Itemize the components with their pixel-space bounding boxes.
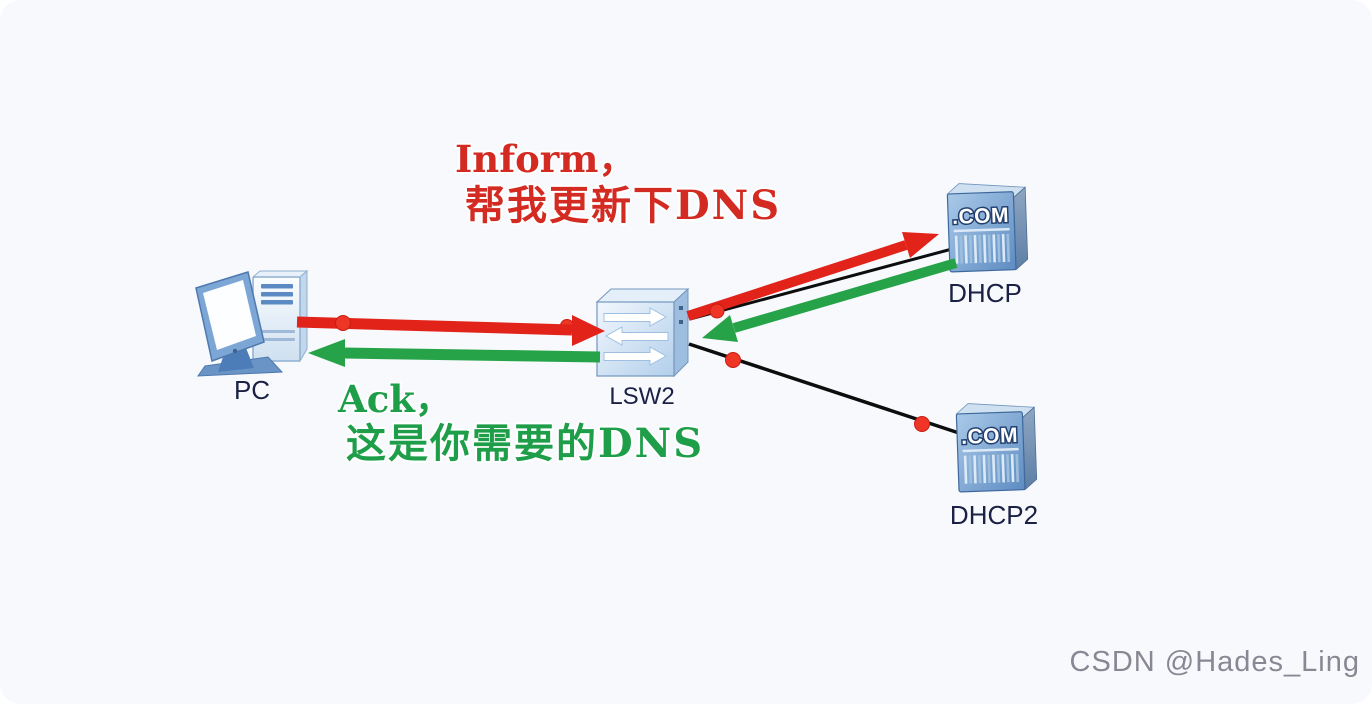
watermark: CSDN @Hades_Ling: [1069, 646, 1360, 678]
inform-annotation-line2: 帮我更新下DNS: [465, 182, 782, 229]
server-vents: [963, 453, 1020, 484]
node-label-dhcp2: DHCP2: [949, 500, 1039, 530]
link-endpoint-dot: [335, 315, 351, 331]
tower-vent: [261, 284, 293, 289]
server-badge: .COM: [952, 204, 1010, 229]
inform-annotation-line1: Inform，: [455, 137, 636, 181]
link-endpoint-dot: [709, 303, 725, 319]
server-icon-dhcp[interactable]: .COM: [946, 181, 1029, 273]
link-lsw2-dhcp[interactable]: [689, 247, 953, 321]
node-label-pc: PC: [233, 375, 271, 405]
tower-vent: [261, 300, 293, 305]
link-endpoint-dot: [725, 352, 741, 368]
server-badge: .COM: [961, 424, 1019, 449]
node-label-dhcp: DHCP: [948, 278, 1022, 308]
switch-arrow-right: [603, 346, 668, 366]
switch-arrow-right: [603, 307, 668, 327]
tower-vent: [261, 292, 293, 297]
link-endpoint-dot: [914, 416, 930, 432]
server-vents: [954, 233, 1011, 264]
server-icon-dhcp2[interactable]: .COM: [955, 401, 1038, 493]
node-label-lsw2: LSW2: [609, 383, 675, 410]
pc-icon[interactable]: [195, 269, 309, 377]
switch-icon[interactable]: [595, 287, 690, 378]
switch-arrow-left: [604, 326, 669, 346]
ack-flow-arrows: [308, 258, 958, 367]
ack-annotation-line2: 这是你需要的DNS: [346, 420, 705, 467]
ack-annotation-line1: Ack，: [338, 377, 452, 421]
